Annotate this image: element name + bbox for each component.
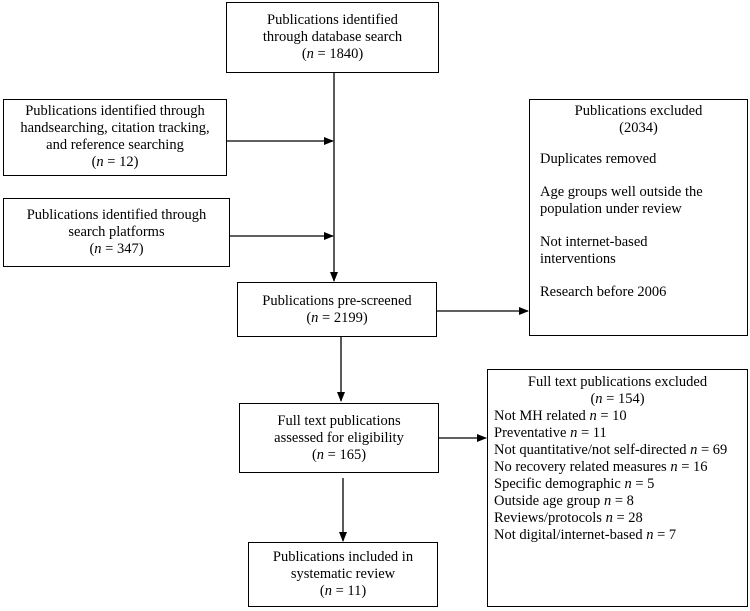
platforms-count: (n = 347) — [89, 241, 144, 257]
fulltext-line-2: assessed for eligibility — [274, 429, 404, 446]
included-count: (n = 11) — [319, 583, 367, 599]
box-handsearching: Publications identified through handsear… — [3, 99, 227, 176]
fulltext-excluded-item: No recovery related measures n = 16 — [494, 459, 708, 475]
box-prescreened: Publications pre-screened (n = 2199) — [237, 282, 437, 337]
prescreened-count: (n = 2199) — [306, 309, 368, 326]
fulltext-excluded-item: Not MH related n = 10 — [494, 408, 627, 424]
handsearch-line-3: and reference searching — [46, 137, 184, 153]
excluded-item: Age groups well outside the population u… — [540, 184, 703, 217]
fulltext-excluded-count: (n = 154) — [590, 391, 645, 407]
prescreened-line-1: Publications pre-screened — [262, 292, 412, 309]
included-line-2: systematic review — [290, 566, 396, 582]
fulltext-excluded-title: Full text publications excluded — [527, 374, 708, 390]
box-search-platforms: Publications identified through search p… — [3, 198, 230, 267]
database-line-1: Publications identified — [267, 12, 398, 28]
fulltext-excluded-item: Specific demographic n = 5 — [494, 476, 655, 492]
excluded-item: Duplicates removed — [540, 151, 657, 167]
excluded-item: Not internet-based interventions — [540, 234, 648, 267]
box-fulltext-assessed: Full text publications assessed for elig… — [239, 403, 439, 473]
fulltext-line-1: Full text publications — [277, 412, 401, 429]
fulltext-excluded-item: Reviews/protocols n = 28 — [494, 510, 643, 526]
database-count: (n = 1840) — [301, 46, 364, 62]
fulltext-excluded-item: Not quantitative/not self-directed n = 6… — [494, 442, 728, 458]
box-publications-excluded: Publications excluded (2034) Duplicates … — [529, 99, 748, 336]
excluded-title: Publications excluded — [574, 103, 703, 119]
box-included: Publications included in systematic revi… — [248, 542, 438, 607]
box-database-search: Publications identified through database… — [226, 2, 439, 73]
fulltext-excluded-item: Preventative n = 11 — [494, 425, 607, 441]
excluded-count: (2034) — [619, 120, 658, 136]
excluded-item: Research before 2006 — [540, 284, 667, 300]
database-line-2: through database search — [262, 29, 403, 45]
box-fulltext-excluded: Full text publications excluded (n = 154… — [487, 369, 748, 607]
included-line-1: Publications included in — [272, 549, 414, 565]
handsearch-line-1: Publications identified through — [25, 103, 205, 119]
handsearch-count: (n = 12) — [91, 154, 139, 170]
fulltext-excluded-item: Not digital/internet-based n = 7 — [494, 527, 677, 543]
fulltext-count: (n = 165) — [311, 446, 367, 463]
platforms-line-1: Publications identified through — [26, 207, 207, 223]
handsearch-line-2: handsearching, citation tracking, — [20, 120, 210, 136]
fulltext-excluded-item: Outside age group n = 8 — [494, 493, 634, 509]
platforms-line-2: search platforms — [68, 224, 165, 240]
